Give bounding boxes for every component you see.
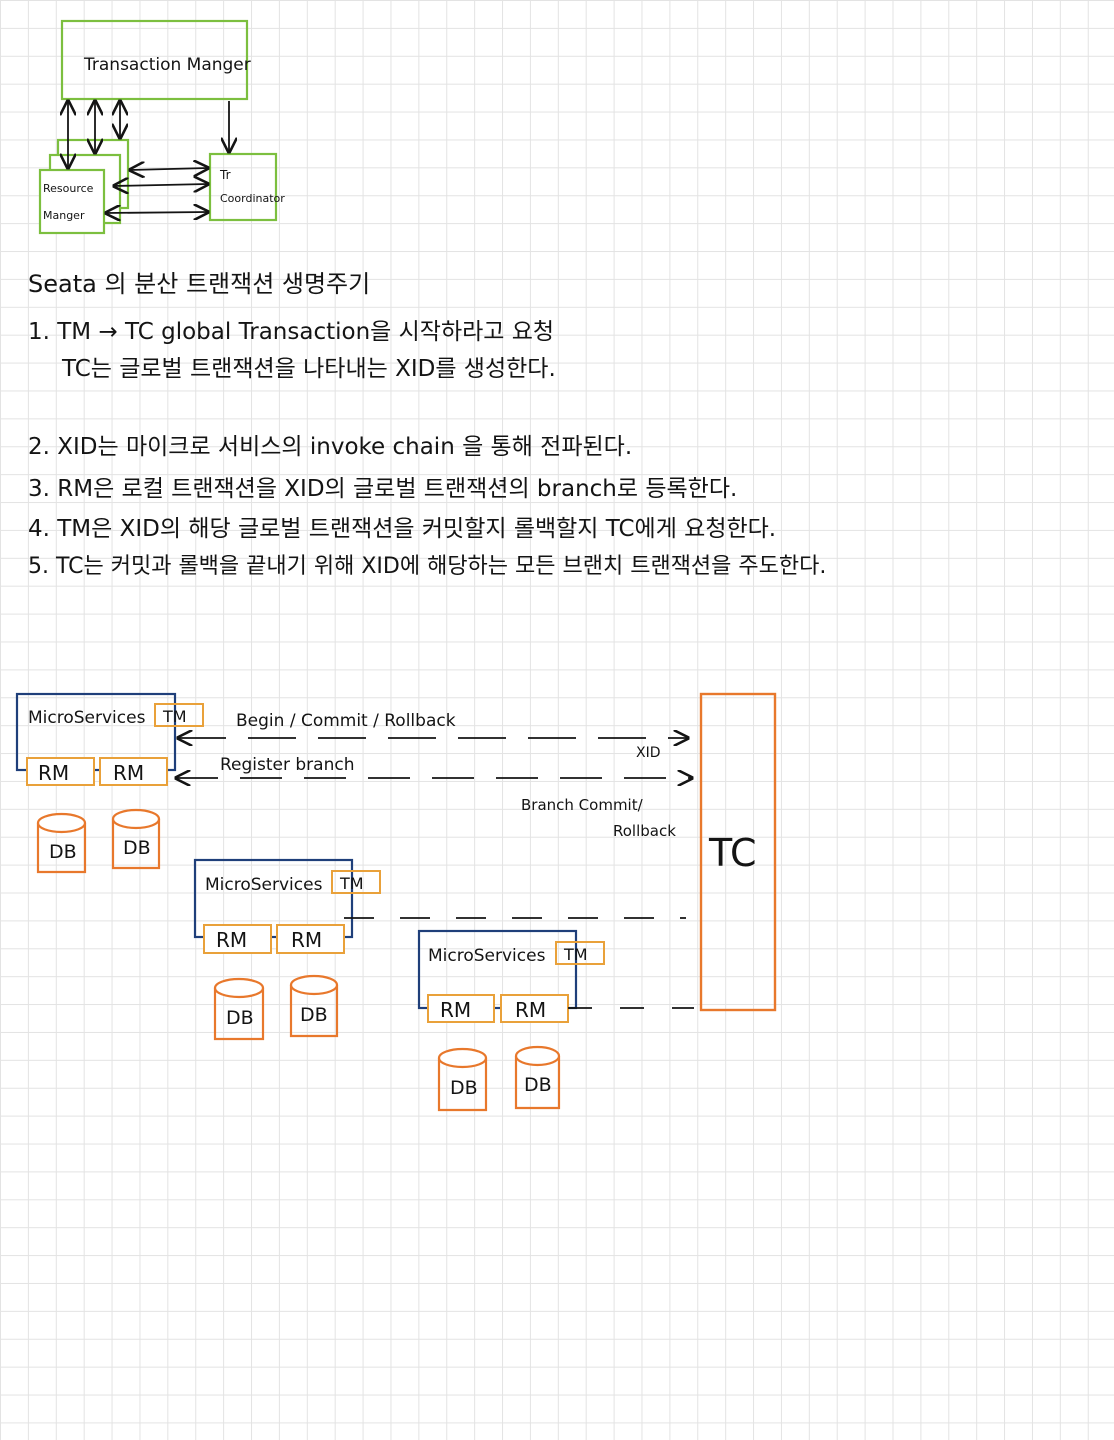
db-cylinder-3a: DB xyxy=(437,1047,488,1112)
tm-label-3: TM xyxy=(563,945,588,964)
microservice-group-1: MicroServices TM RM RM DB DB xyxy=(15,692,204,874)
note-item-2: 2. XID는 마이크로 서비스의 invoke chain 을 통해 전파된다… xyxy=(28,434,633,460)
rm-label-3a: RM xyxy=(440,998,471,1022)
db-cylinder-1a: DB xyxy=(36,812,87,874)
rm-label-3b: RM xyxy=(515,998,546,1022)
tm-label-2: TM xyxy=(339,874,364,893)
xid-label: XID xyxy=(636,745,661,761)
rm-box-2a xyxy=(203,924,272,954)
tm-label-1: TM xyxy=(162,707,187,726)
microservice-group-3: MicroServices TM RM RM DB DB xyxy=(417,929,605,1112)
microservice-label-1: MicroServices xyxy=(28,708,146,728)
branch-commit-label-line2: Rollback xyxy=(613,822,676,840)
register-branch-label: Register branch xyxy=(220,755,355,775)
rm-tc-arrow-1 xyxy=(130,168,208,170)
resource-manager-box xyxy=(38,168,106,235)
rm-box-1a xyxy=(26,757,95,786)
rm-label-2b: RM xyxy=(291,928,322,952)
rm-label-1b: RM xyxy=(113,761,144,785)
tr-coordinator-label-line2: Coordinator xyxy=(220,192,285,205)
tc-box xyxy=(699,692,777,1012)
rm-label-1a: RM xyxy=(38,761,69,785)
microservice-group-2: MicroServices TM RM RM DB DB xyxy=(193,858,381,1041)
notes-title: Seata 의 분산 트랜잭션 생명주기 xyxy=(28,270,371,298)
rm-label-2a: RM xyxy=(216,928,247,952)
rm-tc-arrow-2 xyxy=(114,184,208,186)
rm-box-3a xyxy=(427,994,495,1023)
db-label-1b: DB xyxy=(123,837,151,859)
microservice-box-1 xyxy=(15,692,177,772)
db-label-2b: DB xyxy=(300,1004,328,1026)
microservice-label-3: MicroServices xyxy=(428,946,546,966)
db-cylinder-2a: DB xyxy=(213,977,265,1041)
rm-box-1b xyxy=(99,757,168,786)
tm-box-3 xyxy=(555,941,605,965)
microservice-label-2: MicroServices xyxy=(205,875,323,895)
transaction-manager-label: Transaction Manger xyxy=(83,55,251,75)
db-label-2a: DB xyxy=(226,1007,254,1029)
db-cylinder-1b: DB xyxy=(111,808,161,870)
rm-box-2b xyxy=(276,924,345,954)
microservice-box-3 xyxy=(417,929,578,1010)
note-item-4: 4. TM은 XID의 해당 글로벌 트랜잭션을 커밋할지 롤백할지 TC에게 … xyxy=(28,516,777,542)
begin-commit-rollback-label: Begin / Commit / Rollback xyxy=(236,711,456,731)
branch-commit-label-line1: Branch Commit/ xyxy=(521,796,644,814)
db-cylinder-2b: DB xyxy=(289,974,339,1038)
rm-tc-arrow-3 xyxy=(106,212,208,213)
db-cylinder-3b: DB xyxy=(514,1045,561,1110)
tm-box-1 xyxy=(154,703,204,727)
tr-coordinator-label-line1: Tr xyxy=(219,168,231,182)
transaction-manager-box xyxy=(60,19,249,101)
bottom-diagram: TC MicroServices TM RM RM DB DB xyxy=(15,692,777,1112)
microservice-box-2 xyxy=(193,858,354,939)
note-item-3: 3. RM은 로컬 트랜잭션을 XID의 글로벌 트랜잭션의 branch로 등… xyxy=(28,476,738,502)
note-item-5: 5. TC는 커밋과 롤백을 끝내기 위해 XID에 해당하는 모든 브랜치 트… xyxy=(28,554,827,579)
db-label-3b: DB xyxy=(524,1074,552,1096)
db-label-1a: DB xyxy=(49,841,77,863)
tc-label: TC xyxy=(708,831,757,875)
resource-manager-label-line2: Manger xyxy=(43,209,85,222)
tm-box-2 xyxy=(331,870,381,894)
note-item-1: 1. TM → TC global Transaction을 시작하라고 요청 xyxy=(28,319,555,345)
resource-manager-label-line1: Resource xyxy=(43,182,94,195)
tr-coordinator-box xyxy=(208,152,278,222)
db-label-3a: DB xyxy=(450,1077,478,1099)
top-diagram: Transaction Manger Resource Manger Tr Co… xyxy=(38,19,285,235)
note-item-1-continued: TC는 글로벌 트랜잭션을 나타내는 XID를 생성한다. xyxy=(62,356,556,382)
